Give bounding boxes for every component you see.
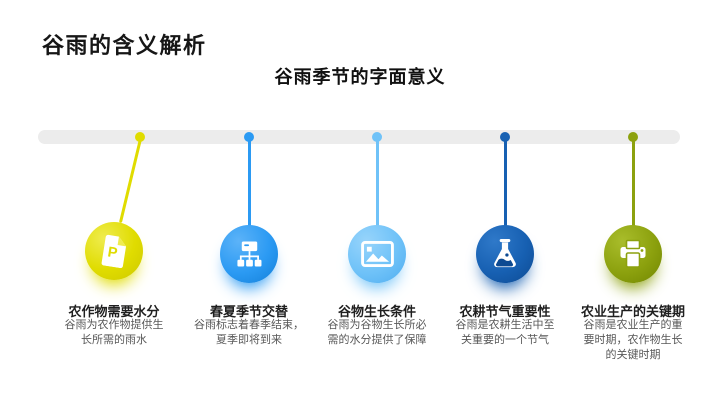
node-title: 农业生产的关键期 <box>580 304 685 319</box>
connector-line <box>247 139 251 227</box>
timeline-dot <box>500 132 510 142</box>
timeline-node: 农耕节气重要性 谷雨是农耕生活中至 关重要的一个节气 <box>440 0 570 404</box>
timeline-dot <box>628 132 638 142</box>
org-chart-icon <box>236 241 261 267</box>
node-circle <box>604 225 662 283</box>
node-title: 农耕节气重要性 <box>459 304 551 319</box>
slide-subtitle: 谷雨季节的字面意义 <box>274 67 446 87</box>
timeline-node: 农业生产的关键期 谷雨是农业生产的重 要时期，农作物生长 的关键时期 <box>568 0 698 404</box>
timeline-node: P 农作物需要水分 谷雨为农作物提供生 长所需的雨水 <box>49 0 179 404</box>
timeline-node: 春夏季节交替 谷雨标志着春季结束， 夏季即将到来 <box>184 0 314 404</box>
pendulum-line <box>118 138 142 223</box>
timeline-dot <box>135 132 145 142</box>
timeline-dot <box>372 132 382 142</box>
connector-line <box>631 139 635 227</box>
node-description: 谷雨为农作物提供生 长所需的雨水 <box>64 319 164 346</box>
node-description: 谷雨是农耕生活中至 关重要的一个节气 <box>455 319 555 346</box>
node-description: 谷雨标志着春季结束， 夏季即将到来 <box>194 319 304 346</box>
node-description: 谷雨是农业生产的重 要时期，农作物生长 的关键时期 <box>583 319 683 361</box>
printer-icon <box>620 239 646 268</box>
node-title: 谷物生长条件 <box>337 304 416 319</box>
node-description: 谷雨为谷物生长所必 需的水分提供了保障 <box>327 319 427 346</box>
connector-line <box>503 139 507 227</box>
node-circle: P <box>85 222 143 280</box>
timeline-dot <box>244 132 254 142</box>
image-icon <box>360 241 394 267</box>
svg-text:P: P <box>106 244 118 261</box>
page-title: 谷雨的含义解析 <box>42 33 207 58</box>
timeline-node: 谷物生长条件 谷雨为谷物生长所必 需的水分提供了保障 <box>312 0 442 404</box>
node-title: 农作物需要水分 <box>68 304 160 319</box>
connector-line <box>375 139 379 227</box>
node-circle <box>476 225 534 283</box>
timeline-bar <box>38 130 680 144</box>
ppt-file-icon: P <box>101 234 126 269</box>
flask-icon <box>494 238 516 268</box>
node-title: 春夏季节交替 <box>209 304 288 319</box>
node-circle <box>220 225 278 283</box>
node-circle <box>348 225 406 283</box>
